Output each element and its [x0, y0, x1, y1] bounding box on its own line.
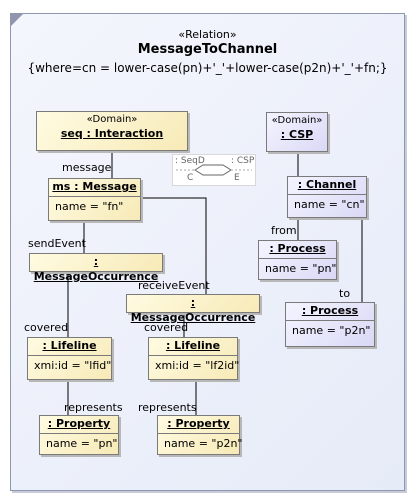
legend-e-label: E	[234, 173, 240, 183]
left-domain-name: seq : Interaction	[60, 127, 164, 140]
relation-frame[interactable]	[10, 13, 405, 491]
edge-label-from: from	[271, 224, 297, 237]
left-domain-stereotype: «Domain»	[86, 114, 138, 125]
edge-label-covered-2: covered	[144, 321, 189, 334]
receive-occurrence-name: : MessageOccurrence	[130, 296, 256, 324]
property-2-slot: name = "p2n"	[164, 437, 243, 450]
lifeline-node-2[interactable]: : Lifeline xmi:id = "lf2id"	[148, 337, 240, 380]
property-1-slot: name = "pn"	[46, 437, 118, 450]
property-1-name: : Property	[47, 417, 111, 430]
lifeline-1-slot: xmi:id = "lfid"	[34, 359, 112, 372]
edge-label-receive-event: receiveEvent	[138, 279, 210, 292]
right-domain-name: : CSP	[280, 128, 314, 141]
relation-where-clause: {where=cn = lower-case(pn)+'_'+lower-cas…	[27, 61, 388, 75]
edge-label-send-event: sendEvent	[28, 237, 86, 250]
lifeline-1-name: : Lifeline	[42, 339, 97, 352]
property-node-2[interactable]: : Property name = "p2n"	[157, 415, 243, 455]
legend-c-label: C	[187, 173, 194, 183]
edge-label-covered-1: covered	[24, 321, 69, 334]
legend-csp-label: : CSP	[231, 156, 255, 166]
channel-name: : Channel	[297, 178, 357, 191]
channel-slot: name = "cn"	[294, 198, 365, 211]
lifeline-2-slot: xmi:id = "lf2id"	[155, 359, 240, 372]
edge-label-message: message	[62, 161, 112, 174]
process-2-name: : Process	[301, 304, 359, 317]
message-node-name: ms : Message	[52, 180, 137, 193]
process-1-slot: name = "pn"	[265, 262, 337, 275]
process-1-name: : Process	[269, 242, 326, 255]
relation-name: MessageToChannel	[137, 42, 278, 57]
edge-label-to: to	[339, 287, 351, 300]
receive-occurrence-node[interactable]: : MessageOccurrence	[126, 294, 260, 324]
relation-corner-marker	[11, 14, 23, 26]
property-node-1[interactable]: : Property name = "pn"	[39, 415, 119, 455]
process-node-1[interactable]: : Process name = "pn"	[258, 240, 337, 280]
edge-to	[352, 217, 363, 302]
edge-label-represents-1: represents	[64, 401, 123, 414]
process-2-slot: name = "p2n"	[292, 324, 371, 337]
lifeline-2-name: : Lifeline	[165, 339, 221, 352]
right-domain-stereotype: «Domain»	[271, 115, 323, 126]
property-2-name: : Property	[167, 417, 230, 430]
left-domain-box[interactable]: «Domain» seq : Interaction	[36, 111, 188, 151]
lifeline-node-1[interactable]: : Lifeline xmi:id = "lfid"	[27, 337, 112, 380]
send-occurrence-node[interactable]: : MessageOccurrence	[29, 253, 163, 283]
channel-node[interactable]: : Channel name = "cn"	[287, 176, 367, 218]
relation-stereotype: «Relation»	[178, 28, 237, 41]
message-node[interactable]: ms : Message name = "fn"	[48, 178, 141, 221]
direction-legend: : SeqD : CSP C E	[172, 154, 256, 186]
send-occurrence-name: : MessageOccurrence	[33, 255, 159, 283]
edge-receive-event	[141, 197, 207, 295]
legend-hexagon-icon	[176, 164, 252, 176]
edge-label-represents-2: represents	[138, 401, 197, 414]
message-node-slot: name = "fn"	[55, 200, 124, 213]
process-node-2[interactable]: : Process name = "p2n"	[285, 302, 375, 347]
right-domain-box[interactable]: «Domain» : CSP	[266, 112, 328, 152]
legend-seqd-label: : SeqD	[175, 156, 205, 166]
